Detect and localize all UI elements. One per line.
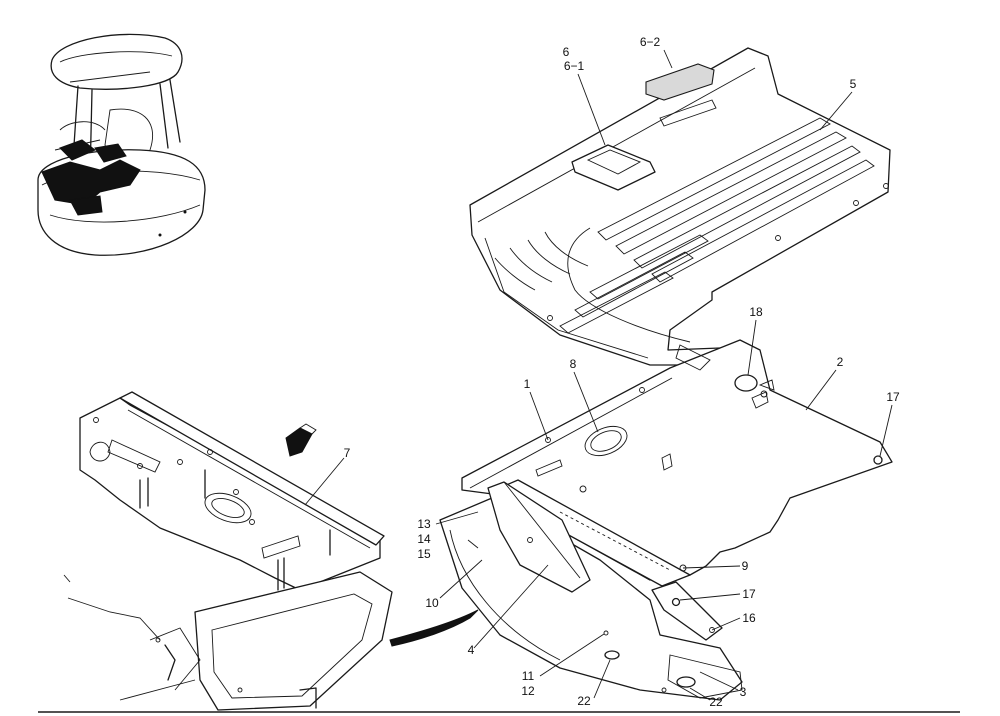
callout-8: 8 <box>570 357 577 371</box>
callout-11: 11 <box>522 669 535 683</box>
lower-frame <box>63 571 479 711</box>
callout-9: 9 <box>742 559 749 573</box>
callout-17-bottom: 17 <box>742 587 756 601</box>
undercover-parts-10-4 <box>439 481 743 701</box>
callout-7: 7 <box>344 446 351 460</box>
callout-14: 14 <box>417 532 431 546</box>
callout-10: 10 <box>425 596 439 610</box>
callout-12: 12 <box>521 684 535 698</box>
callout-22-right: 22 <box>709 695 723 709</box>
callout-22-left: 22 <box>577 694 591 708</box>
callout-labels: 6 6−1 6−2 5 18 2 8 1 17 7 13 14 15 9 17 … <box>344 35 900 709</box>
callout-1: 1 <box>524 377 531 391</box>
cab-overview-inset <box>37 33 206 256</box>
callout-6-2: 6−2 <box>640 35 661 49</box>
left-assembly-part-7 <box>79 391 385 591</box>
callout-13: 13 <box>417 517 431 531</box>
leader-lines <box>304 49 893 701</box>
callout-17-top: 17 <box>886 390 900 404</box>
callout-2: 2 <box>837 355 844 369</box>
callout-3: 3 <box>740 685 747 699</box>
callout-15: 15 <box>417 547 431 561</box>
callout-16: 16 <box>742 611 756 625</box>
callout-4: 4 <box>468 643 475 657</box>
callout-6: 6 <box>563 45 570 59</box>
floor-mat-part-5 <box>469 47 891 366</box>
callout-5: 5 <box>850 77 857 91</box>
callout-6-1: 6−1 <box>564 59 585 73</box>
callout-18: 18 <box>749 305 763 319</box>
